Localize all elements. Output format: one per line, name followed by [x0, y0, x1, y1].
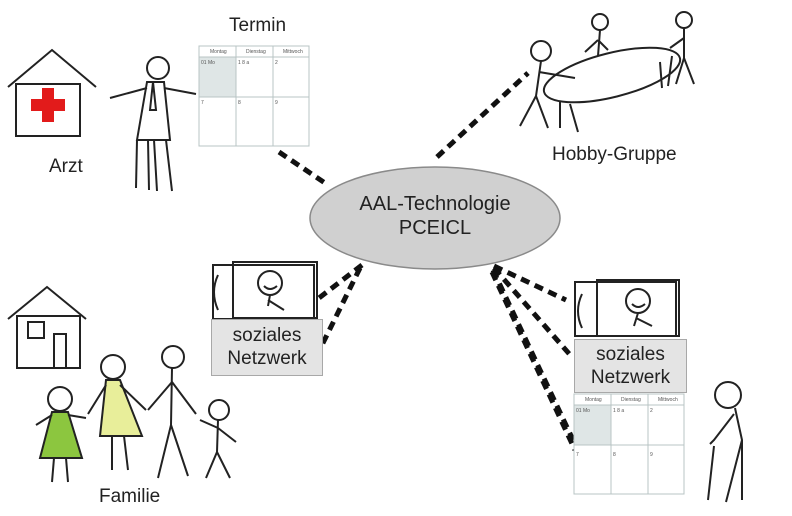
calendar-bottom	[573, 393, 685, 495]
connector-hobby	[435, 71, 530, 159]
social-right-line1: soziales	[596, 344, 665, 365]
cal-bottom-r1c2: 2	[650, 408, 653, 414]
cal-top-r2c1: 8	[238, 100, 241, 106]
label-familie: Familie	[99, 486, 161, 507]
hobby-group-icon	[519, 11, 695, 133]
center-subtitle: PCEICL	[398, 217, 472, 239]
cal-top-h0: Montag	[210, 49, 227, 55]
cal-top-h1: Dienstag	[246, 49, 266, 55]
connector-person-right	[489, 270, 578, 452]
label-arzt: Arzt	[49, 156, 83, 177]
cal-bottom-r1c0: 01 Mo	[576, 408, 590, 414]
doctor-figure-icon	[109, 56, 197, 192]
social-network-left: soziales Netzwerk	[211, 319, 323, 376]
connector-termin	[277, 149, 330, 188]
social-network-right: soziales Netzwerk	[574, 339, 687, 393]
social-left-line1: soziales	[232, 325, 302, 346]
cal-bottom-h2: Mittwoch	[658, 397, 678, 403]
center-title: AAL-Technologie	[359, 193, 511, 215]
connector-social-left-1	[317, 263, 364, 300]
connector-social-right-2	[492, 266, 574, 359]
cal-top-r1c0: 01 Mo	[201, 60, 215, 66]
label-hobby: Hobby-Gruppe	[552, 144, 677, 165]
label-termin: Termin	[229, 15, 287, 36]
cal-bottom-r2c0: 7	[576, 452, 579, 458]
cal-bottom-h1: Dienstag	[621, 397, 641, 403]
connector-social-right-1	[492, 263, 568, 303]
cal-top-h2: Mittwoch	[283, 49, 303, 55]
family-figures-icon	[35, 345, 237, 483]
social-right-line2: Netzwerk	[590, 367, 671, 388]
connector-lines	[277, 71, 578, 452]
cal-bottom-r2c2: 9	[650, 452, 653, 458]
family-house-icon	[7, 285, 87, 369]
cal-bottom-r2c1: 8	[613, 452, 616, 458]
elderly-person-icon	[707, 381, 743, 503]
social-left-line2: Netzwerk	[227, 348, 307, 369]
calendar-top	[198, 45, 310, 147]
cal-top-r2c2: 9	[275, 100, 278, 106]
cal-bottom-r1c1: 1 8 a	[613, 408, 624, 414]
cal-top-r2c0: 7	[201, 100, 204, 106]
cal-top-r1c1: 1 8 a	[238, 60, 249, 66]
cal-top-r1c2: 2	[275, 60, 278, 66]
cal-bottom-h0: Montag	[585, 397, 602, 403]
center-ellipse	[309, 166, 561, 270]
doctor-house-icon	[7, 48, 97, 137]
center-label: AAL-Technologie PCEICL	[335, 192, 535, 240]
video-phone-left-icon	[212, 261, 318, 320]
connector-social-left-2	[319, 266, 363, 347]
video-phone-right-icon	[574, 279, 680, 337]
